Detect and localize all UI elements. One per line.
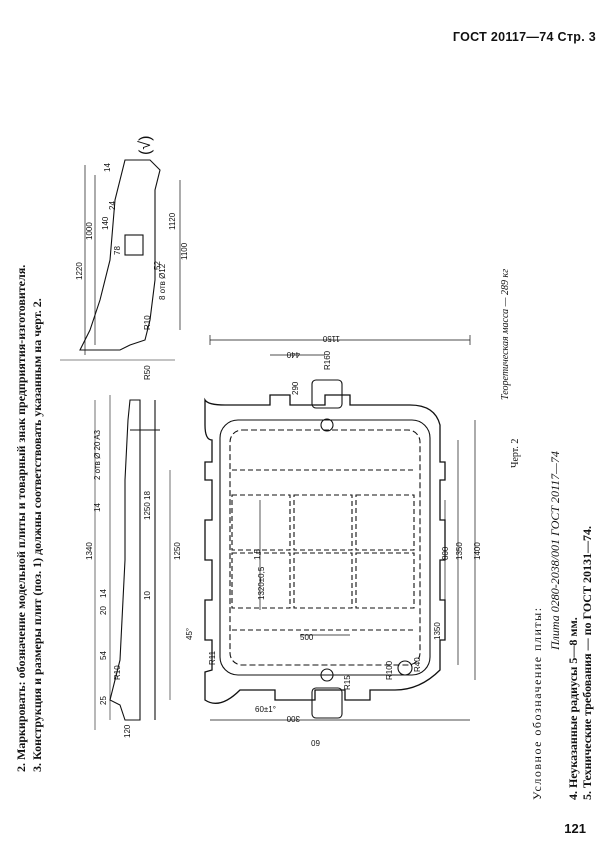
plan-dim-2: 1400	[473, 542, 482, 560]
top-section-view	[60, 159, 181, 361]
plan-dimensions	[209, 335, 476, 721]
page-number: 121	[564, 821, 586, 836]
plan-dim-5: 1350	[433, 622, 442, 640]
top-section-dim-6: 140	[101, 216, 110, 230]
plan-dim-1: 440	[286, 350, 300, 359]
bottom-section-dim-1: 1250	[173, 542, 182, 560]
plan-dim-7: 500	[300, 633, 314, 642]
top-section-dim-9: R10	[143, 315, 152, 330]
plate-plan-view	[204, 379, 446, 719]
bottom-section-dim-8: 10	[143, 591, 152, 600]
plan-dim-9: 60	[311, 738, 320, 747]
top-section-dim-5: 24	[108, 201, 117, 210]
bottom-section-dim-7: 18	[143, 491, 152, 500]
bottom-section-dim-3: 25	[99, 696, 108, 705]
top-section-dim-2: 1000	[85, 222, 94, 240]
bottom-section-dim-10: R10	[113, 665, 122, 680]
plan-dim-4: 800	[441, 546, 450, 560]
top-section-dim-4: 14	[103, 163, 112, 172]
top-section-dim-11: 8 отв Ø12	[158, 263, 167, 300]
bottom-section-dim-5: 20	[99, 606, 108, 615]
top-section-dim-0: 1220	[75, 262, 84, 280]
bottom-section-dim-12: 2 отв Ø 20 A3	[93, 429, 102, 480]
bottom-section-dim-2: 1250	[143, 502, 152, 520]
bottom-section-dim-9: 14	[93, 503, 102, 512]
plan-dim-15: R160	[323, 350, 332, 370]
bottom-section-dim-4: 54	[99, 651, 108, 660]
bottom-section-dim-6: 14	[99, 589, 108, 598]
plan-dim-13: R100	[385, 660, 394, 680]
plan-dim-8: 300	[286, 714, 300, 723]
plan-dim-10: 290	[291, 381, 300, 395]
bottom-section-dim-11: 120	[123, 724, 132, 738]
plan-dim-16: 45°	[185, 628, 194, 640]
top-section-dim-1: 1100	[180, 242, 189, 260]
top-section-dim-3: 1120	[168, 212, 177, 230]
plan-dim-14: R40	[413, 657, 422, 672]
plan-dim-17: 60±1°	[255, 705, 276, 714]
plan-dim-18: 1,5	[253, 548, 262, 560]
plan-dim-11: R15	[343, 675, 352, 690]
plan-dim-12: R11	[208, 650, 217, 665]
top-section-dim-10: R50	[143, 365, 152, 380]
top-section-dim-7: 78	[113, 246, 122, 255]
plan-dim-3: 1350	[455, 542, 464, 560]
page-header: ГОСТ 20117—74 Стр. 3	[452, 30, 596, 44]
plan-dim-0: 1150	[322, 334, 340, 343]
bottom-section-dim-0: 1340	[85, 542, 94, 560]
bottom-section-view	[94, 395, 171, 730]
top-section-dim-8: 52	[153, 261, 162, 270]
roughness-symbol: (√)	[137, 136, 154, 155]
plan-dim-6: 1320±0,5	[257, 566, 266, 600]
